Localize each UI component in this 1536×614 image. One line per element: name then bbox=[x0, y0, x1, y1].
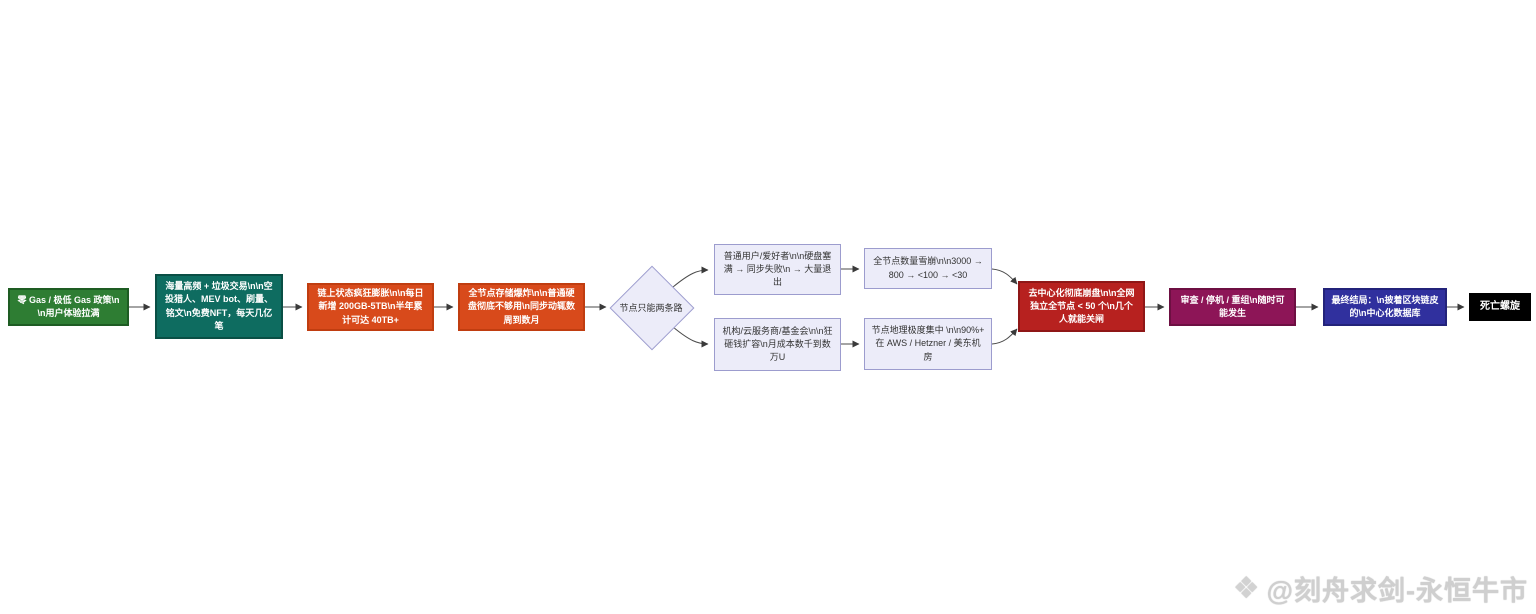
node-death-spiral: 死亡螺旋 bbox=[1469, 293, 1531, 321]
node-final-outcome: 最终结局：\n披着区块链皮的\n中心化数据库 bbox=[1323, 288, 1447, 326]
decision-node-two-paths: 节点只能两条路 bbox=[619, 302, 683, 313]
node-censorship-risk: 审查 / 停机 / 重组\n随时可能发生 bbox=[1169, 288, 1296, 326]
node-storage-explosion: 全节点存储爆炸\n\n普通硬盘彻底不够用\n同步动辄数周到数月 bbox=[458, 283, 585, 331]
node-state-bloat: 链上状态疯狂膨胀\n\n每日新增 200GB-5TB\n半年累计可达 40TB+ bbox=[307, 283, 434, 331]
watermark-handle: @刻舟求剑-永恒牛市 bbox=[1266, 576, 1528, 606]
node-decentralization-collapse: 去中心化彻底崩盘\n\n全网独立全节点 < 50 个\n几个人就能关闸 bbox=[1018, 281, 1145, 332]
diamond-logo-icon: ❖ bbox=[1232, 571, 1261, 605]
node-fullnode-count-crash: 全节点数量雪崩\n\n3000 → 800 → <100 → <30 bbox=[864, 248, 992, 289]
node-spam-transactions: 海量高频 + 垃圾交易\n\n空投猎人、MEV bot、刷量、铭文\n免费NFT… bbox=[155, 274, 283, 339]
node-regular-users: 普通用户/爱好者\n\n硬盘塞满 → 同步失败\n → 大量退出 bbox=[714, 244, 841, 295]
node-institutions: 机构/云服务商/基金会\n\n狂砸钱扩容\n月成本数千到数万U bbox=[714, 318, 841, 371]
node-zero-gas: 零 Gas / 极低 Gas 政策\n\n用户体验拉满 bbox=[8, 288, 129, 326]
watermark: ❖ @刻舟求剑-永恒牛市 bbox=[1233, 569, 1528, 608]
node-geo-concentration: 节点地理极度集中 \n\n90%+ 在 AWS / Hetzner / 美东机房 bbox=[864, 318, 992, 370]
